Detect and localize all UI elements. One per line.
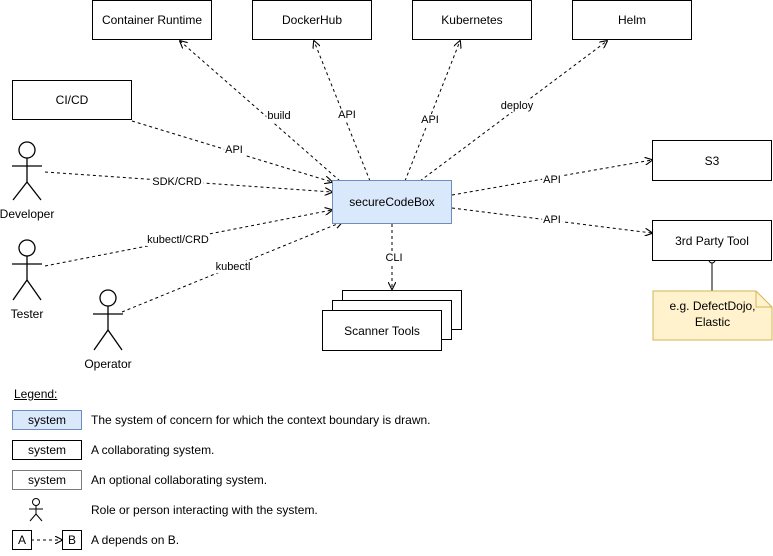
system-helm: Helm: [572, 0, 692, 40]
edge-label-cicd-api: API: [224, 144, 244, 156]
legend-collab-system-desc: A collaborating system.: [91, 443, 215, 457]
edge-label-sdk-crd: SDK/CRD: [151, 176, 203, 188]
edge-label-dockerhub-api: API: [337, 109, 357, 121]
system-scanner-tools: Scanner Tools: [322, 310, 442, 351]
edge-label-third-party-api: API: [542, 214, 562, 226]
legend-optional-system-box: system: [12, 470, 82, 490]
legend-collab-system-box: system: [12, 440, 82, 460]
legend-title: Legend:: [14, 387, 58, 401]
actor-developer-icon: [12, 141, 42, 201]
system-dockerhub: DockerHub: [252, 0, 372, 40]
system-kubernetes: Kubernetes: [412, 0, 532, 40]
system-securecodebox: secureCodeBox: [332, 180, 452, 224]
edge-label-cli: CLI: [384, 252, 404, 264]
system-cicd: CI/CD: [12, 80, 132, 120]
system-container-runtime: Container Runtime: [92, 0, 212, 40]
edge-label-s3-api: API: [542, 174, 562, 186]
edge-label-build: build: [266, 110, 292, 122]
legend-main-system-box: system: [12, 410, 82, 430]
legend-actor-desc: Role or person interacting with the syst…: [91, 503, 318, 517]
legend-optional-system-desc: An optional collaborating system.: [91, 473, 268, 487]
legend-dependency-desc: A depends on B.: [91, 533, 180, 547]
edge-label-kubectl: kubectl: [214, 261, 252, 273]
actor-tester-icon: [12, 239, 42, 301]
edge-label-kubernetes-api: API: [420, 114, 440, 126]
note-line-2: Elastic: [694, 315, 731, 329]
actor-operator-label: Operator: [84, 357, 132, 371]
legend-dependency-a-box: A: [12, 530, 32, 550]
note-text: e.g. DefectDojo, Elastic: [653, 298, 772, 330]
note-line-1: e.g. DefectDojo,: [669, 299, 756, 313]
edge-label-kubectl-crd: kubectl/CRD: [146, 234, 210, 246]
legend-main-system-desc: The system of concern for which the cont…: [91, 413, 431, 427]
system-s3: S3: [652, 140, 772, 181]
edge-label-deploy: deploy: [499, 100, 535, 112]
edge-build: [180, 41, 341, 182]
actor-developer-label: Developer: [0, 207, 55, 221]
system-third-party-tool: 3rd Party Tool: [652, 220, 772, 261]
actor-operator-icon: [93, 289, 123, 351]
legend-actor-icon: [29, 498, 43, 522]
edge-kubernetes-api: [404, 41, 460, 182]
legend-dependency-b-box: B: [62, 530, 82, 550]
actor-tester-label: Tester: [10, 307, 44, 321]
